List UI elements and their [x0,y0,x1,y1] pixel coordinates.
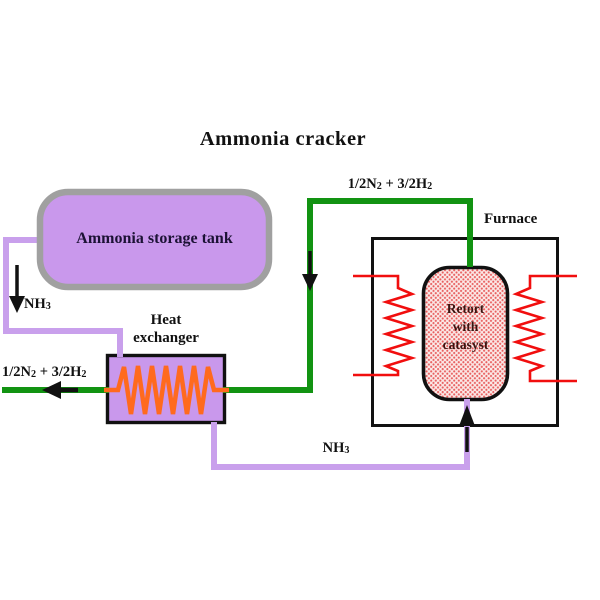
heat-exchanger-label-line2: exchanger [133,330,199,346]
nh3-feed-subscript: 3 [45,301,51,313]
retort-label-line1: Retort [446,301,485,316]
page-title: Ammonia cracker [199,128,367,150]
arrow-head [302,274,318,291]
nh3-return-subscript: 3 [344,445,350,457]
flow-arrow-down-gas [302,251,318,291]
tank-label: Ammonia storage tank [76,230,233,247]
arrow-head [459,405,475,426]
outlet-label-sub1: 2 [31,369,37,381]
ammonia-storage-tank [36,188,273,291]
retort-label: Retort with catasyst [423,300,508,354]
nh3-feed-label: NH3 [24,296,51,313]
nh3-return-label: NH3 [286,440,386,457]
arrow-head [42,381,61,399]
flow-arrow-up-return [459,405,475,452]
top-label-part1: 1/2N [347,176,377,192]
nh3-feed-formula: NH [24,296,46,312]
outlet-label-sub2: 2 [81,369,87,381]
outlet-label-part1: 1/2N [2,364,31,380]
top-label-part2: + 3/2H [381,176,428,192]
retort-label-line2: with [452,319,479,334]
right-heating-element [511,274,577,383]
arrow-head [9,296,25,313]
nh3-return-formula: NH [322,440,345,456]
heat-exchanger-label: Heat exchanger [102,311,230,347]
pipe-nh3-feed [3,237,123,357]
flow-arrow-down-feed [9,265,25,313]
cracked-gas-outlet-label: 1/2N2 + 3/2H2 [2,364,86,381]
flow-arrow-out-left [42,381,78,399]
coil-zigzag [104,365,229,415]
retort-label-line3: catasyst [442,337,489,352]
top-label-sub1: 2 [376,181,382,193]
heat-exchanger-label-line1: Heat [150,312,182,328]
top-label-sub2: 2 [427,181,433,193]
cracked-gas-top-label: 1/2N2 + 3/2H2 [315,176,465,193]
left-heating-element [353,274,417,377]
outlet-label-part2: + 3/2H [36,364,82,380]
furnace-label: Furnace [484,211,538,227]
pipe-cracked-gas-main [223,198,473,393]
